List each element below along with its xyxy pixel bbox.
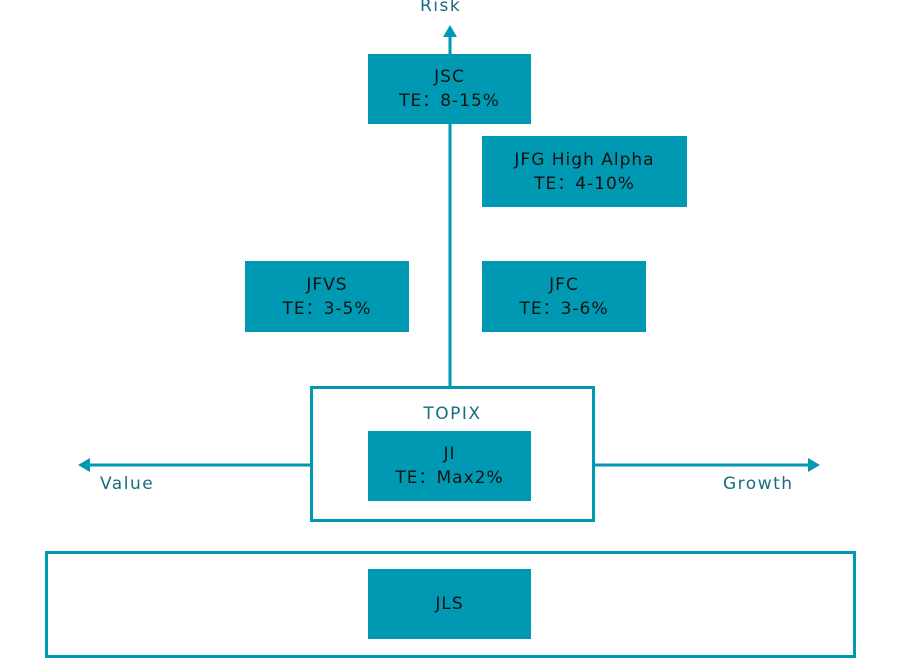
topix-frame [310, 386, 595, 522]
box-name: JI [443, 444, 456, 464]
box-te: TE：Max2% [395, 468, 504, 488]
arrow-right-icon [808, 458, 820, 472]
jsc-box: JSC TE：8-15% [368, 54, 531, 124]
box-name: JFG High Alpha [514, 149, 655, 170]
box-te: TE：8-15% [399, 91, 500, 111]
ji-box: JI TE：Max2% [368, 431, 531, 501]
box-name: JFC [549, 274, 579, 295]
box-name: JSC [434, 67, 465, 87]
box-te: TE：3-6% [519, 298, 609, 319]
box-te: TE：4-10% [534, 173, 635, 194]
box-te: TE：3-5% [282, 298, 372, 319]
growth-label: Growth [723, 474, 794, 494]
box-name: JLS [435, 594, 464, 614]
jls-box: JLS [368, 569, 531, 639]
arrow-left-icon [78, 458, 90, 472]
jls-frame [45, 551, 856, 658]
value-label: Value [100, 474, 155, 494]
box-name: JFVS [306, 274, 348, 295]
jfg-box: JFG High Alpha TE：4-10% [482, 136, 687, 207]
jfc-box: JFC TE：3-6% [482, 261, 646, 332]
topix-label: TOPIX [423, 404, 482, 424]
risk-label: Risk [420, 0, 462, 16]
arrow-up-icon [443, 25, 457, 37]
jfvs-box: JFVS TE：3-5% [245, 261, 409, 332]
